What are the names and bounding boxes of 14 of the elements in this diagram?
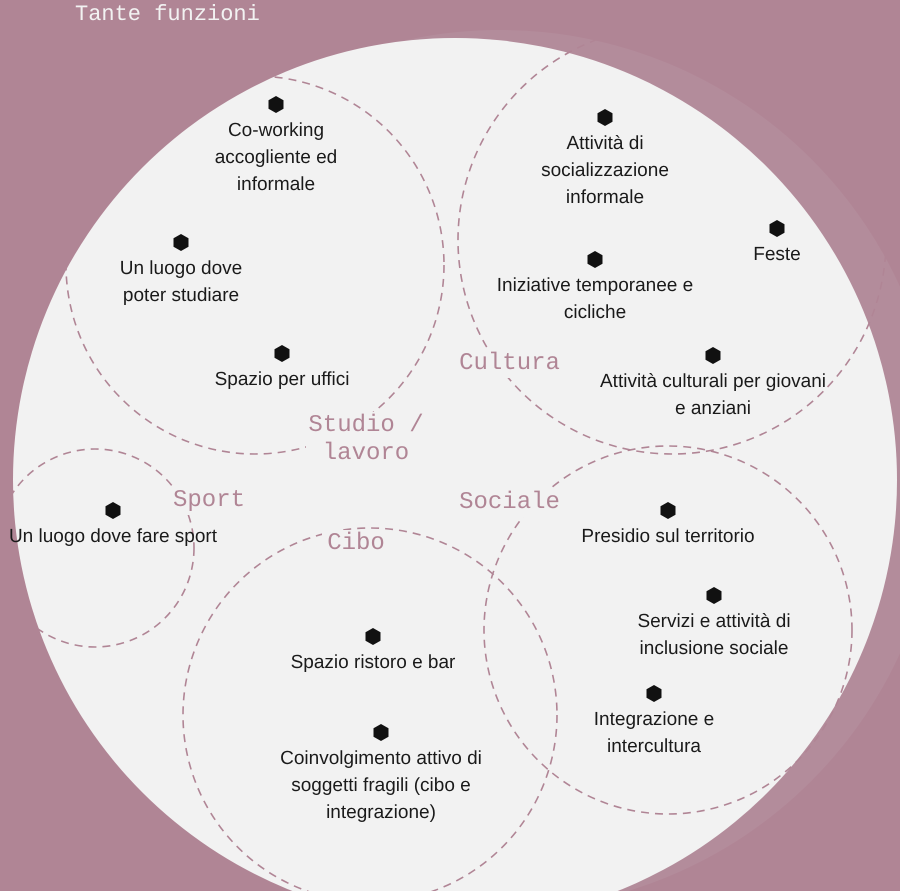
function-item: Attività culturali per giovani e anziani (599, 370, 827, 421)
function-item: Spazio per uffici (214, 368, 350, 392)
diagram-title: Tante funzioni (75, 2, 260, 27)
function-item: Feste (753, 243, 801, 267)
function-item: Servizi e attività di inclusione sociale (636, 610, 792, 661)
function-item: Co-working accogliente ed informale (214, 119, 338, 197)
function-item: Integrazione e intercultura (592, 708, 716, 759)
function-item: Spazio ristoro e bar (290, 651, 456, 675)
function-item: Presidio sul territorio (581, 525, 755, 549)
function-item: Un luogo dove fare sport (8, 525, 218, 549)
function-item: Iniziative temporanee e cicliche (496, 274, 694, 325)
function-item: Coinvolgimento attivo di soggetti fragili (cibo e integrazione) (279, 747, 483, 825)
function-item: Attività di socializzazione informale (540, 132, 670, 210)
function-item: Un luogo dove poter studiare (118, 257, 244, 308)
